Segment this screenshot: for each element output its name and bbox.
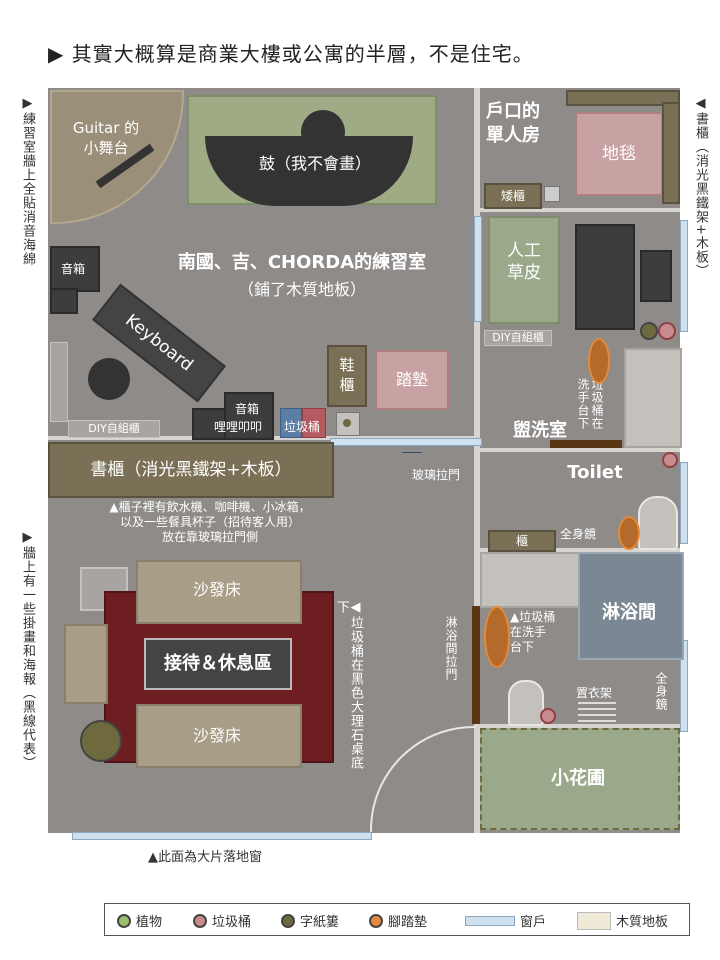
legend-wastebasket: 字紙簍 [281,911,339,930]
artificial-grass: 人工 草皮 [488,216,560,324]
room-window [474,216,482,322]
toilet-door [550,440,622,448]
cabinet: 櫃 [488,530,556,552]
bookshelf-top [566,90,680,106]
practice-floor-label: （鋪了木質地板） [237,280,366,299]
room-trash [658,322,676,340]
bookshelf: 書櫃（消光黑鐵架+木板） [48,442,334,498]
glass-door [330,438,482,446]
wash-wall [480,448,680,452]
legend-trash: 垃圾桶 [193,911,251,930]
legend-window: 窗戶 [465,911,546,930]
speaker-2 [224,392,274,440]
trash-bin-blue [280,408,302,438]
bottom-window [72,832,372,840]
glass-door-label: 玻璃拉門 [412,468,461,482]
toilet-icon [638,496,678,550]
low-cabinet: 矮櫃 [484,183,542,209]
low-cabinet-plant [544,186,560,202]
sofa-top [136,560,302,624]
toilet-trash [662,452,678,468]
diy-cabinet-1: DIY自組櫃 [68,420,160,438]
glass-door-arrow [402,452,422,454]
toilet-label: Toilet [567,462,623,483]
drum-icon [301,110,345,154]
clothes-rack [578,702,616,724]
shower-trash [540,708,556,724]
mirror-2-label: 全身鏡 [654,672,668,711]
speaker-2-small [192,408,226,440]
legend-mat: 腳踏墊 [369,911,427,930]
guitar-label: Guitar 的 小舞台 [72,119,140,157]
shower-room [578,552,684,660]
room-wall [480,208,680,212]
wastebasket-icon [343,419,351,427]
right-window-3 [680,640,688,732]
wastebasket-icon [281,913,295,928]
trash-bin-red [302,408,326,438]
lilipapa-label: 哩哩叩叩 [213,420,262,434]
window-note: ▲此面為大片落地窗 [148,850,262,865]
shower-door-label: 淋浴間拉門 [444,616,458,681]
speaker-1 [50,246,100,292]
drum-label: 鼓（我不會畫） [258,154,371,173]
plant-icon [117,913,131,928]
sofa-top-label: 沙發床 [192,580,241,599]
window-icon [465,915,515,926]
bookshelf-right [662,102,680,204]
floor-mat: 踏墊 [375,350,449,410]
owner-room-label: 戶口的 單人房 [486,101,540,146]
diy-cabinet-2: DIY自組櫃 [484,330,552,346]
shoe-cabinet: 鞋 櫃 [327,345,367,407]
mat-icon [369,913,383,928]
shower-sink [480,552,580,608]
legend-plant: 植物 [117,911,162,930]
bookshelf-note: ▲櫃子裡有飲水機、咖啡機、小冰箱， 以及一些餐具杯子（招待客人用） 放在靠玻璃拉… [109,500,311,544]
armchair [64,624,108,704]
reception-table: 接待＆休息區 [144,638,292,690]
garden-label: 小花圃 [551,768,605,789]
shower-toilet-icon [508,680,544,726]
speaker-2-label: 音箱 [234,402,259,416]
trash-note: ◀垃圾桶在黑色大理石桌底下 [334,600,363,770]
right-window-2 [680,462,688,544]
toilet-wall [480,548,680,552]
left-poster-note: ▶牆上有一些掛畫和海報（黑線代表） [20,530,35,770]
wash-trash-note: 垃圾桶在洗手台下 [576,378,604,430]
left-wall-note: ▶練習室牆上全貼消音海綿 [20,96,35,266]
flower-garden [480,728,680,830]
shower-mat [484,606,510,668]
page-title: ▶ 其實大概算是商業大樓或公寓的半層，不是住宅。 [48,42,534,66]
chair [640,250,672,302]
garden-wall [480,724,680,728]
wash-mat [588,338,610,384]
carpet: 地毯 [575,112,663,196]
rack-label: 置衣架 [576,686,613,700]
trash-icon [193,913,207,928]
wash-sink [624,348,682,448]
wood-floor-icon [577,911,611,930]
mirror-1-label: 全身鏡 [560,527,597,541]
center-wall [474,88,480,833]
trash-small-label: 垃圾桶 [283,420,320,434]
speaker-1-base [50,288,78,314]
shower-door [472,606,480,724]
sofa-bottom-label: 沙發床 [192,726,241,745]
keyboard-stool [88,358,130,400]
bed [575,224,635,330]
plant-pot [80,720,122,762]
room-wastebasket [640,322,658,340]
sofa-bottom [136,704,302,768]
speaker-1-label: 音箱 [60,262,85,276]
shower-label: 淋浴間 [602,602,656,623]
washroom-label: 盥洗室 [513,420,567,441]
sink-trash-note: ▲垃圾桶 在洗手 台下 [510,610,556,654]
legend-floor: 木質地板 [577,911,668,930]
right-bookshelf-note: ◀書櫃（消光黑鐵架+木板） [693,96,708,278]
toilet-mat [618,516,640,550]
right-window-1 [680,220,688,332]
practice-room-label: 南國、吉、CHORDA的練習室 [177,252,427,273]
legend: 植物 垃圾桶 字紙簍 腳踏墊 窗戶 木質地板 [104,903,690,936]
side-shelf [50,342,68,422]
